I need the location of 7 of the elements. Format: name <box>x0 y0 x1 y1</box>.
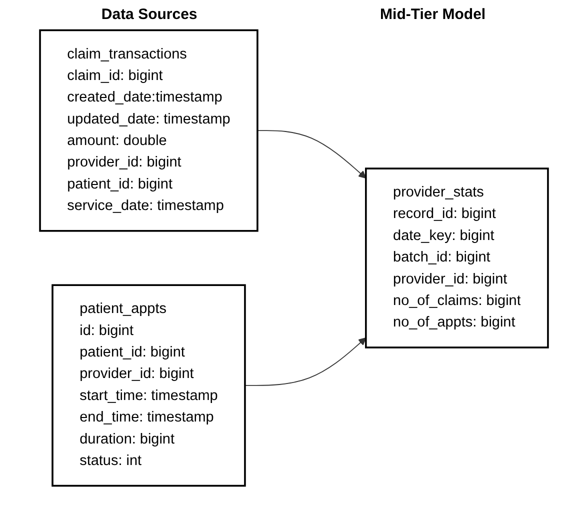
column-heading: Data Sources <box>101 6 198 23</box>
column-heading: Mid-Tier Model <box>380 6 486 23</box>
node-box: provider_stats record_id: bigint date_key: bigint batch_id: bigint provider_id: bigint no_of_claims: bigint no_of_appts: bigint <box>364 168 548 348</box>
arrow <box>244 338 366 386</box>
arrow <box>256 130 366 178</box>
node-box: claim_transactions claim_id: bigint created_date:timestamp updated_date: timestamp amount: double provider_id: bigint patient_id: bigint service_date: timestamp <box>38 29 258 232</box>
node-box: patient_appts id: bigint patient_id: bigint provider_id: bigint start_time: timestamp end_time: timestamp duration: bigint status: int <box>51 284 246 487</box>
